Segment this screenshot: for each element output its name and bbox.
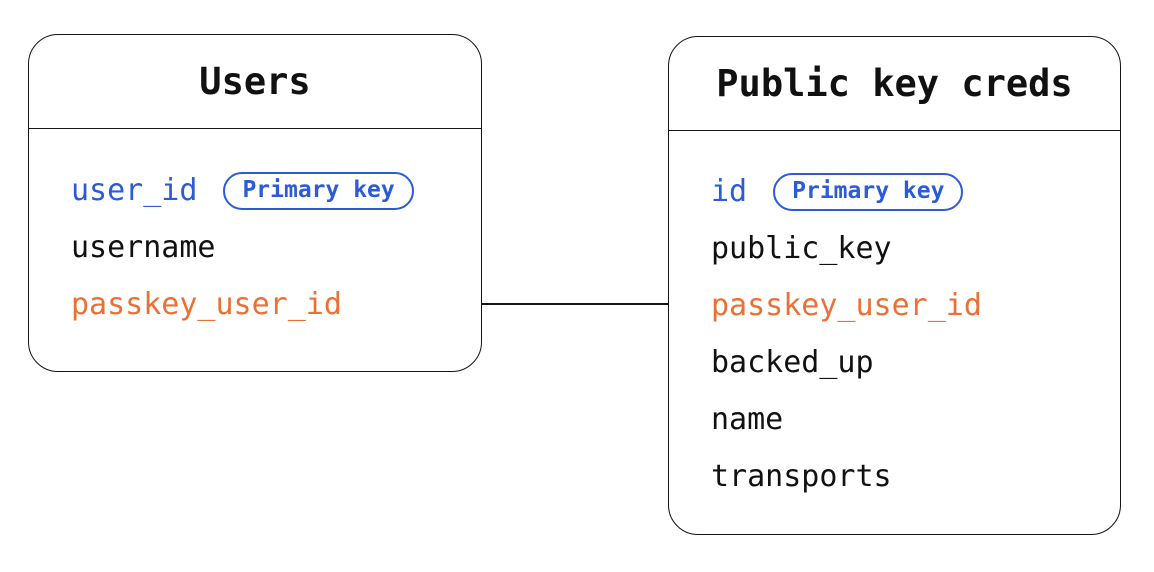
- field-name: id: [711, 174, 748, 209]
- field-row: username: [71, 219, 481, 276]
- field-name: transports: [711, 459, 892, 494]
- field-name: public_key: [711, 231, 892, 266]
- field-name: name: [711, 402, 784, 437]
- primary-key-badge: Primary key: [223, 171, 414, 210]
- field-row: passkey_user_id: [711, 277, 1120, 334]
- table-public-key-creds: Public key creds id Primary key public_k…: [668, 36, 1121, 535]
- field-row: backed_up: [711, 334, 1120, 391]
- relationship-connector-line: [481, 303, 669, 305]
- table-title: Public key creds: [716, 62, 1073, 105]
- field-row: name: [711, 391, 1120, 448]
- table-users-body: user_id Primary key username passkey_use…: [29, 129, 481, 333]
- field-row: public_key: [711, 220, 1120, 277]
- field-row: user_id Primary key: [71, 162, 481, 219]
- table-title: Users: [199, 60, 311, 103]
- field-name: passkey_user_id: [71, 287, 342, 322]
- field-name: passkey_user_id: [711, 288, 982, 323]
- table-public-key-creds-header: Public key creds: [669, 37, 1120, 131]
- field-name: backed_up: [711, 345, 874, 380]
- field-row: id Primary key: [711, 163, 1120, 220]
- field-name: username: [71, 230, 216, 265]
- field-row: passkey_user_id: [71, 276, 481, 333]
- table-users: Users user_id Primary key username passk…: [28, 34, 482, 372]
- table-public-key-creds-body: id Primary key public_key passkey_user_i…: [669, 131, 1120, 505]
- primary-key-badge: Primary key: [773, 172, 964, 211]
- field-row: transports: [711, 448, 1120, 505]
- field-name: user_id: [71, 173, 198, 208]
- table-users-header: Users: [29, 35, 481, 129]
